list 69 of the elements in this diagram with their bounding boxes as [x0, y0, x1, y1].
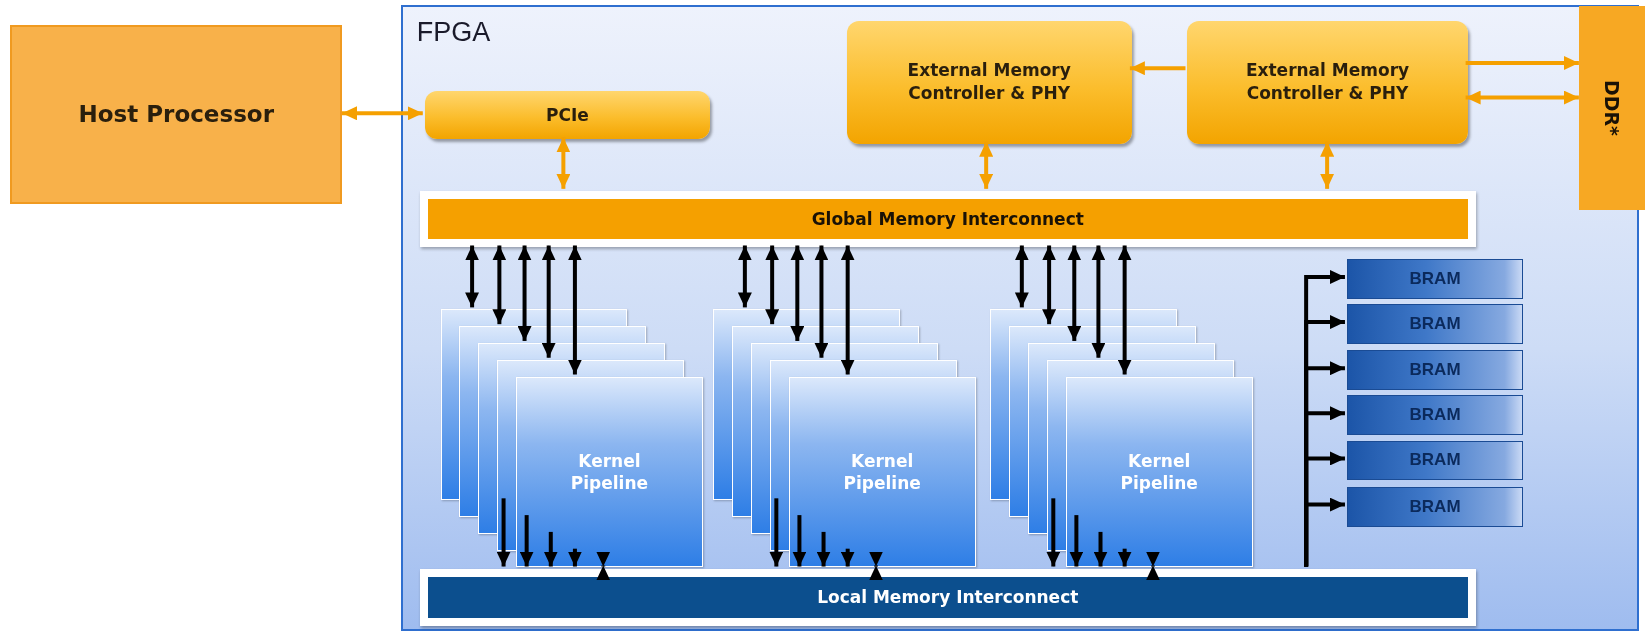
arrow	[769, 498, 784, 567]
arrow	[465, 245, 480, 308]
arrow	[1069, 515, 1084, 567]
arrow	[979, 141, 994, 189]
panel-title: FPGA	[416, 17, 491, 49]
bram-label: BRAM	[1409, 450, 1461, 471]
arrow	[792, 515, 807, 567]
block-box	[846, 20, 1132, 144]
interconnect-band	[419, 190, 1476, 248]
interconnect-label: Global Memory Interconnect	[811, 209, 1084, 230]
bram-block	[1346, 440, 1524, 481]
arrow	[1067, 245, 1082, 341]
bram-label: BRAM	[1409, 360, 1461, 381]
kernel-label: Kernel Pipeline	[569, 449, 650, 495]
bram-label: BRAM	[1409, 496, 1461, 517]
arrow	[1304, 497, 1345, 567]
fpga-panel	[400, 5, 1639, 631]
interconnect-label: Local Memory Interconnect	[817, 587, 1079, 608]
arrow	[519, 515, 534, 567]
bram-label: BRAM	[1409, 405, 1461, 426]
host-box	[10, 25, 342, 204]
arrow	[790, 245, 805, 341]
arrow	[1117, 245, 1132, 375]
bram-block	[1346, 259, 1524, 299]
arrow	[1046, 498, 1061, 567]
kernel-label: Kernel Pipeline	[842, 449, 922, 495]
arrow	[816, 531, 831, 567]
arrow	[567, 548, 582, 567]
interconnect-band	[419, 568, 1476, 627]
bram-block	[1346, 350, 1524, 391]
arrow	[492, 245, 507, 325]
arrow	[543, 531, 558, 567]
arrow	[1014, 245, 1029, 308]
arrow	[541, 245, 556, 358]
arrow	[1042, 245, 1057, 325]
block-label: PCIe	[546, 103, 589, 127]
arrow	[1117, 548, 1132, 567]
arrow	[1465, 55, 1579, 70]
arrow	[840, 548, 855, 567]
arrow	[1091, 245, 1106, 358]
bram-label: BRAM	[1409, 268, 1461, 289]
arrow	[496, 498, 511, 567]
arrow	[1465, 90, 1579, 105]
arrow	[1093, 531, 1108, 567]
bram-block	[1346, 304, 1524, 344]
kernel-label: Kernel Pipeline	[1119, 449, 1199, 495]
arrow	[1320, 141, 1335, 189]
arrow	[814, 245, 829, 358]
arrow	[840, 245, 855, 375]
block-label: External Memory Controller & PHY	[906, 59, 1072, 106]
host-label: Host Processor	[78, 100, 274, 130]
arrow	[765, 245, 780, 325]
arrow	[517, 245, 532, 341]
block-box	[424, 91, 711, 140]
memory-box	[1578, 6, 1645, 210]
arrow	[869, 551, 883, 581]
memory-label: DDR*	[1600, 80, 1623, 137]
arrow	[737, 245, 752, 308]
arrow	[1145, 551, 1160, 581]
bram-block	[1346, 395, 1524, 436]
arrow	[556, 137, 571, 189]
arrow	[1129, 61, 1186, 76]
block-box	[1187, 20, 1468, 144]
arrow	[567, 245, 582, 375]
arrow	[342, 106, 423, 121]
arrow	[596, 551, 611, 581]
block-label: External Memory Controller & PHY	[1244, 59, 1411, 106]
bram-label: BRAM	[1409, 314, 1461, 335]
bram-block	[1346, 486, 1524, 527]
